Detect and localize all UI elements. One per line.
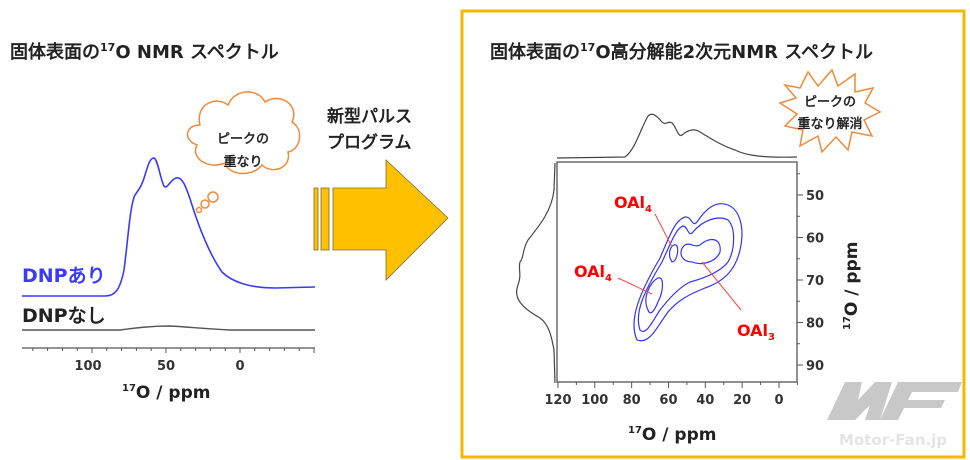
dnp-off-label: DNPなし [22, 305, 106, 327]
x-tick-label: 40 [696, 393, 714, 408]
dnp-on-label: DNPあり [22, 265, 106, 287]
x-tick-label: 0 [774, 393, 783, 408]
x-tick-label: 80 [623, 393, 641, 408]
left-x-axis-title: 17O / ppm [122, 383, 210, 403]
right-x-axis-title: 17O / ppm [628, 425, 716, 445]
plot-2d-frame [556, 161, 798, 383]
x-tick-label: 100 [581, 393, 608, 408]
thought-bubble [186, 91, 301, 214]
bubble-text: ピークの [217, 132, 269, 147]
burst-text: ピークの [804, 95, 856, 110]
contour-inner [669, 244, 679, 263]
left-x-tick: 50 [157, 359, 175, 374]
process-arrow [313, 159, 449, 281]
annotation-oal4-lower: OAl4 [574, 262, 612, 284]
x-tick-label: 20 [733, 393, 751, 408]
contour-inner [680, 238, 721, 265]
y-tick-label: 50 [806, 189, 824, 204]
y-tick-label: 80 [806, 317, 824, 332]
x-tick-label: 60 [659, 393, 677, 408]
right-title: 固体表面の17O高分解能2次元NMR スペクトル [490, 41, 873, 63]
left-title: 固体表面の17O NMR スペクトル [10, 41, 279, 63]
right-panel-frame [460, 9, 966, 459]
x-tick-label: 120 [544, 393, 571, 408]
arrow-text: 新型パルス [327, 106, 412, 127]
top-projection [556, 113, 798, 159]
contour-outer [633, 203, 743, 342]
annotation-oal3: OAl3 [737, 321, 775, 343]
bubble-text: 重なり [223, 154, 262, 170]
dnp-on-spectrum [22, 157, 316, 297]
annotation-oal4-upper: OAl4 [614, 193, 652, 215]
starburst [778, 68, 882, 154]
contour-plot [633, 203, 743, 342]
y-tick-label: 60 [806, 232, 824, 247]
left-x-tick: 0 [235, 359, 244, 374]
burst-text: 重なり解消 [797, 116, 862, 132]
left-projection [516, 162, 556, 384]
contour-middle [637, 217, 735, 332]
contour-inner [645, 277, 664, 314]
y-tick-label: 90 [806, 359, 824, 374]
arrow-text: プログラム [327, 132, 412, 153]
watermark-logo [827, 382, 962, 420]
annotation-arrows [617, 213, 742, 311]
dnp-off-spectrum [22, 325, 315, 331]
y-tick-label: 70 [806, 274, 824, 289]
watermark-text: Motor-Fan.jp [839, 431, 947, 449]
right-y-axis-title: 17O / ppm [842, 242, 862, 330]
left-x-tick: 100 [74, 359, 101, 374]
